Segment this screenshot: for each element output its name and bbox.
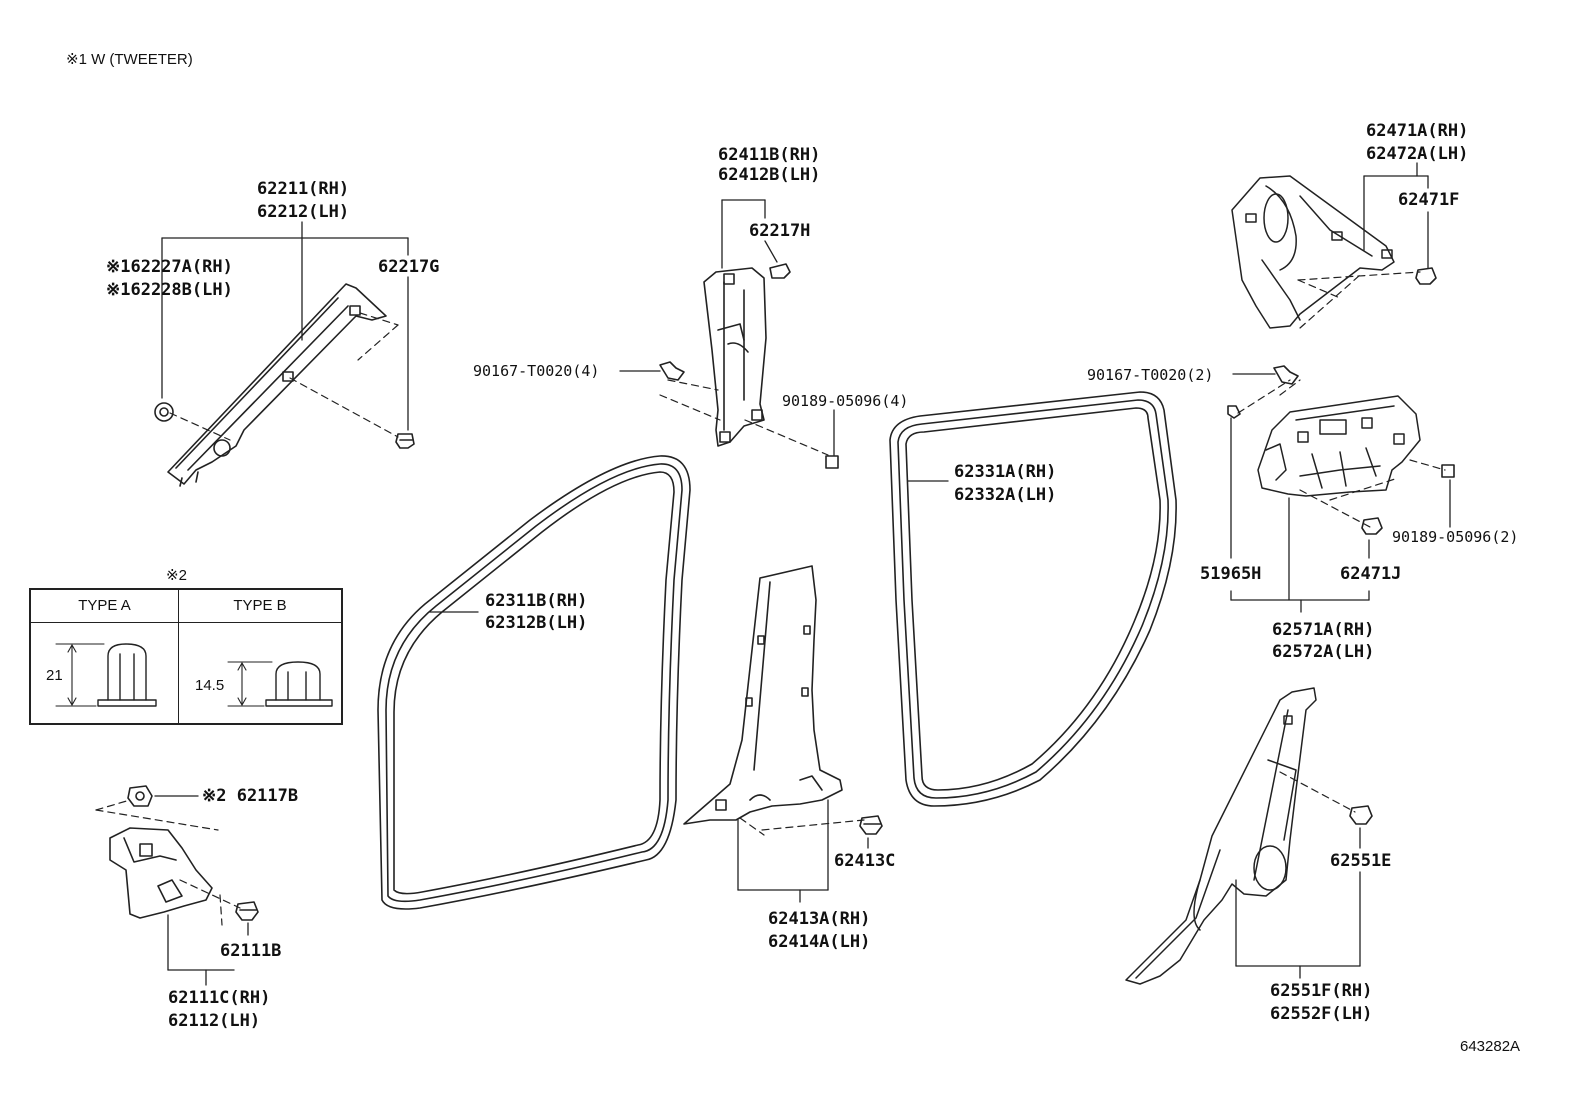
clip-62551e <box>1349 805 1373 825</box>
type-table-divider <box>178 590 179 723</box>
label-51965h: 51965H <box>1200 564 1262 584</box>
fastener-type-table: TYPE A TYPE B <box>29 588 343 725</box>
b-pillar-lower <box>683 565 843 825</box>
type-a-dimension <box>55 643 105 707</box>
label-62212-lh: 62212(LH) <box>257 202 350 222</box>
clip-62413c <box>859 815 883 835</box>
rear-door-weatherstrip <box>889 391 1177 807</box>
type-b-nut <box>265 661 333 707</box>
label-62471a-rh: 62471A(RH) <box>1366 121 1469 141</box>
label-62112-lh: 62112(LH) <box>168 1011 261 1031</box>
clip-62471f <box>1415 267 1437 285</box>
label-62412b-lh: 62412B(LH) <box>718 165 821 185</box>
a-pillar-garnish <box>167 283 387 487</box>
label-90189-05096-2: 90189-05096(2) <box>1392 528 1519 546</box>
front-door-weatherstrip <box>377 455 691 910</box>
type-b-header: TYPE B <box>179 590 341 623</box>
label-62311b-rh: 62311B(RH) <box>485 591 588 611</box>
label-62111c-rh: 62111C(RH) <box>168 988 271 1008</box>
label-62471j: 62471J <box>1340 564 1402 584</box>
label-90167-t0020-2: 90167-T0020(2) <box>1087 366 1214 384</box>
assembly-dashed-lines <box>95 271 1446 926</box>
label-62217h: 62217H <box>749 221 811 241</box>
label-62471f: 62471F <box>1398 190 1460 210</box>
type-a-header: TYPE A <box>31 590 178 623</box>
clip-62111b <box>235 901 259 921</box>
label-62572a-lh: 62572A(LH) <box>1272 642 1375 662</box>
c-pillar-lower <box>1257 395 1421 497</box>
label-62571a-rh: 62571A(RH) <box>1272 620 1375 640</box>
label-62413a-rh: 62413A(RH) <box>768 909 871 929</box>
label-90167-t0020-4: 90167-T0020(4) <box>473 362 600 380</box>
leader-lines <box>154 162 1451 986</box>
label-90189-05096-4: 90189-05096(4) <box>782 392 909 410</box>
clip-62217g <box>395 433 415 449</box>
b-pillar-upper <box>703 267 767 447</box>
label-62211-rh: 62211(RH) <box>257 179 350 199</box>
type-a-nut <box>97 643 157 707</box>
screw-90167-right <box>1273 365 1299 385</box>
label-62472a-lh: 62472A(LH) <box>1366 144 1469 164</box>
label-62312b-lh: 62312B(LH) <box>485 613 588 633</box>
label-62117b: ※2 62117B <box>202 786 299 806</box>
clip-62217h <box>769 263 791 279</box>
rear-pillar-lower-garnish <box>1125 687 1317 985</box>
clip-62471j <box>1361 517 1383 535</box>
tweeter-note: ※1 W (TWEETER) <box>66 51 193 68</box>
label-62413c: 62413C <box>834 851 896 871</box>
tweeter-part <box>154 402 174 422</box>
type-table-marker: ※2 <box>166 567 187 584</box>
type-b-dimension-value: 14.5 <box>195 677 225 694</box>
c-pillar-upper <box>1231 175 1395 329</box>
nut-90189-left <box>825 455 839 469</box>
label-62551f-rh: 62551F(RH) <box>1270 981 1373 1001</box>
clip-51965h <box>1227 405 1241 419</box>
screw-90167-left <box>659 361 685 381</box>
label-62411b-rh: 62411B(RH) <box>718 145 821 165</box>
nut-90189-right <box>1441 464 1455 478</box>
type-b-dimension <box>227 661 273 707</box>
cowl-side-trim <box>109 827 213 919</box>
label-62332a-lh: 62332A(LH) <box>954 485 1057 505</box>
label-62227a-rh: ※162227A(RH) <box>106 257 233 277</box>
label-62414a-lh: 62414A(LH) <box>768 932 871 952</box>
type-a-dimension-value: 21 <box>46 667 63 684</box>
clip-62117b <box>127 785 153 807</box>
label-62331a-rh: 62331A(RH) <box>954 462 1057 482</box>
label-62111b: 62111B <box>220 941 282 961</box>
label-62551e: 62551E <box>1330 851 1392 871</box>
diagram-id: 643282A <box>1460 1038 1521 1055</box>
label-62552f-lh: 62552F(LH) <box>1270 1004 1373 1024</box>
label-62217g: 62217G <box>378 257 440 277</box>
label-62228b-lh: ※162228B(LH) <box>106 280 233 300</box>
